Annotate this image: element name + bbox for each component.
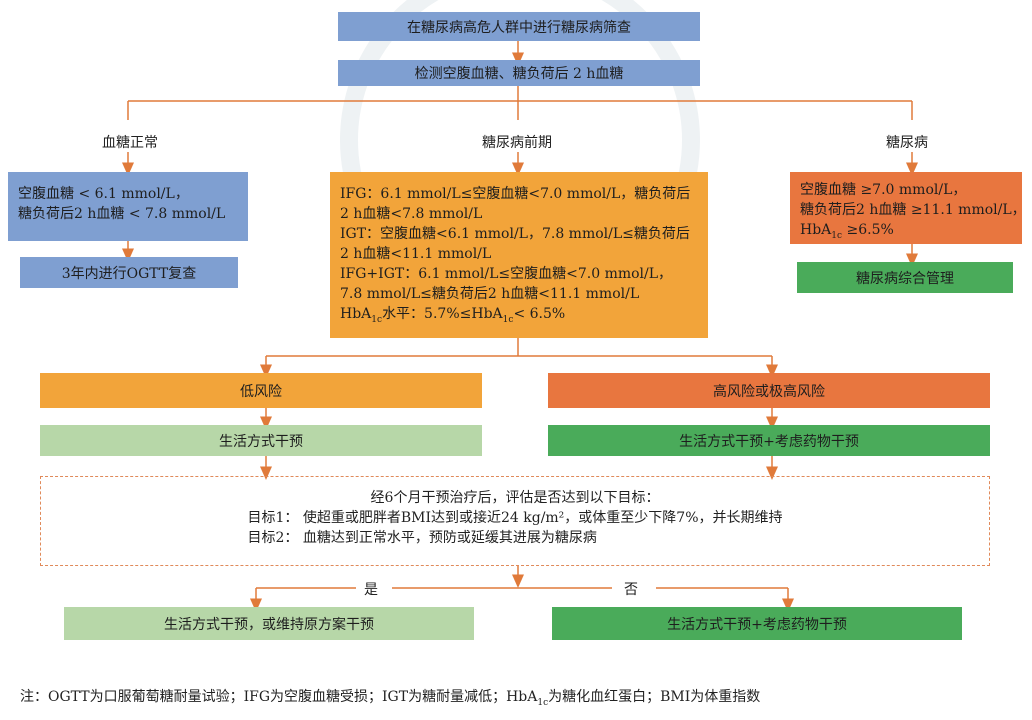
yes-action-text: 生活方式干预，或维持原方案干预 — [164, 616, 374, 633]
normal-criteria-line: 糖负荷后2 h血糖 < 7.8 mmol/L — [18, 206, 226, 222]
high-risk-box: 高风险或极高风险 — [548, 373, 990, 408]
diabetes-action-text: 糖尿病综合管理 — [856, 270, 954, 287]
evaluation-goal-2: 目标2： 血糖达到正常水平，预防或延缓其进展为糖尿病 — [247, 530, 597, 546]
screening-box: 在糖尿病高危人群中进行糖尿病筛查 — [338, 12, 700, 41]
footnote: 注：OGTT为口服葡萄糖耐量试验；IFG为空腹血糖受损；IGT为糖耐量减低；Hb… — [20, 689, 761, 708]
prediabetes-label: 糖尿病前期 — [478, 132, 556, 152]
evaluation-goal-1: 目标1： 使超重或肥胖者BMI达到或接近24 kg/m²，或体重至少下降7%，并… — [247, 510, 783, 526]
diabetes-criteria-box: 空腹血糖 ≥7.0 mmol/L， 糖负荷后2 h血糖 ≥11.1 mmol/L… — [790, 172, 1026, 244]
prediabetes-criteria-line: 2 h血糖<11.1 mmol/L — [340, 246, 492, 262]
diabetes-hba1c-line: HbA1c ≥6.5% — [800, 222, 894, 241]
normal-action-box: 3年内进行OGTT复查 — [20, 257, 238, 288]
yes-action-box: 生活方式干预，或维持原方案干预 — [64, 607, 474, 640]
prediabetes-criteria-line: 7.8 mmol/L≤糖负荷后2 h血糖<11.1 mmol/L — [340, 286, 640, 302]
normal-criteria-line: 空腹血糖 < 6.1 mmol/L， — [18, 186, 189, 202]
prediabetes-criteria-line: IFG+IGT：6.1 mmol/L≤空腹血糖<7.0 mmol/L， — [340, 266, 673, 282]
yes-label: 是 — [360, 579, 382, 599]
test-text: 检测空腹血糖、糖负荷后 2 h血糖 — [414, 66, 624, 82]
diabetes-label: 糖尿病 — [882, 132, 932, 152]
low-risk-action-text: 生活方式干预 — [219, 433, 303, 450]
diabetes-criteria-line: 糖负荷后2 h血糖 ≥11.1 mmol/L， — [800, 202, 1026, 218]
prediabetes-criteria-line: IGT：空腹血糖<6.1 mmol/L，7.8 mmol/L≤糖负荷后 — [340, 226, 690, 242]
low-risk-action-box: 生活方式干预 — [40, 425, 482, 456]
high-risk-action-text: 生活方式干预+考虑药物干预 — [679, 433, 859, 450]
evaluation-content: 经6个月干预治疗后，评估是否达到以下目标： 目标1： 使超重或肥胖者BMI达到或… — [40, 488, 990, 548]
prediabetes-criteria-line: IFG：6.1 mmol/L≤空腹血糖<7.0 mmol/L，糖负荷后 — [340, 186, 691, 202]
test-box: 检测空腹血糖、糖负荷后 2 h血糖 — [338, 60, 700, 86]
screening-text: 在糖尿病高危人群中进行糖尿病筛查 — [407, 19, 631, 36]
normal-label: 血糖正常 — [98, 132, 162, 152]
diabetes-action-box: 糖尿病综合管理 — [797, 262, 1013, 293]
normal-criteria-box: 空腹血糖 < 6.1 mmol/L， 糖负荷后2 h血糖 < 7.8 mmol/… — [8, 172, 248, 241]
no-action-box: 生活方式干预+考虑药物干预 — [552, 607, 962, 640]
no-label: 否 — [620, 579, 642, 599]
high-risk-action-box: 生活方式干预+考虑药物干预 — [548, 425, 990, 456]
no-action-text: 生活方式干预+考虑药物干预 — [667, 616, 847, 633]
low-risk-text: 低风险 — [240, 383, 282, 400]
high-risk-text: 高风险或极高风险 — [713, 383, 825, 400]
normal-action-text: 3年内进行OGTT复查 — [61, 265, 197, 282]
prediabetes-criteria-line: 2 h血糖<7.8 mmol/L — [340, 206, 483, 222]
prediabetes-criteria-box: IFG：6.1 mmol/L≤空腹血糖<7.0 mmol/L，糖负荷后 2 h血… — [330, 172, 708, 338]
low-risk-box: 低风险 — [40, 373, 482, 408]
prediabetes-hba1c-line: HbA1c水平：5.7%≤HbA1c< 6.5% — [340, 306, 566, 325]
evaluation-intro: 经6个月干预治疗后，评估是否达到以下目标： — [370, 490, 660, 506]
diabetes-criteria-line: 空腹血糖 ≥7.0 mmol/L， — [800, 182, 967, 198]
evaluation-box — [40, 476, 990, 566]
